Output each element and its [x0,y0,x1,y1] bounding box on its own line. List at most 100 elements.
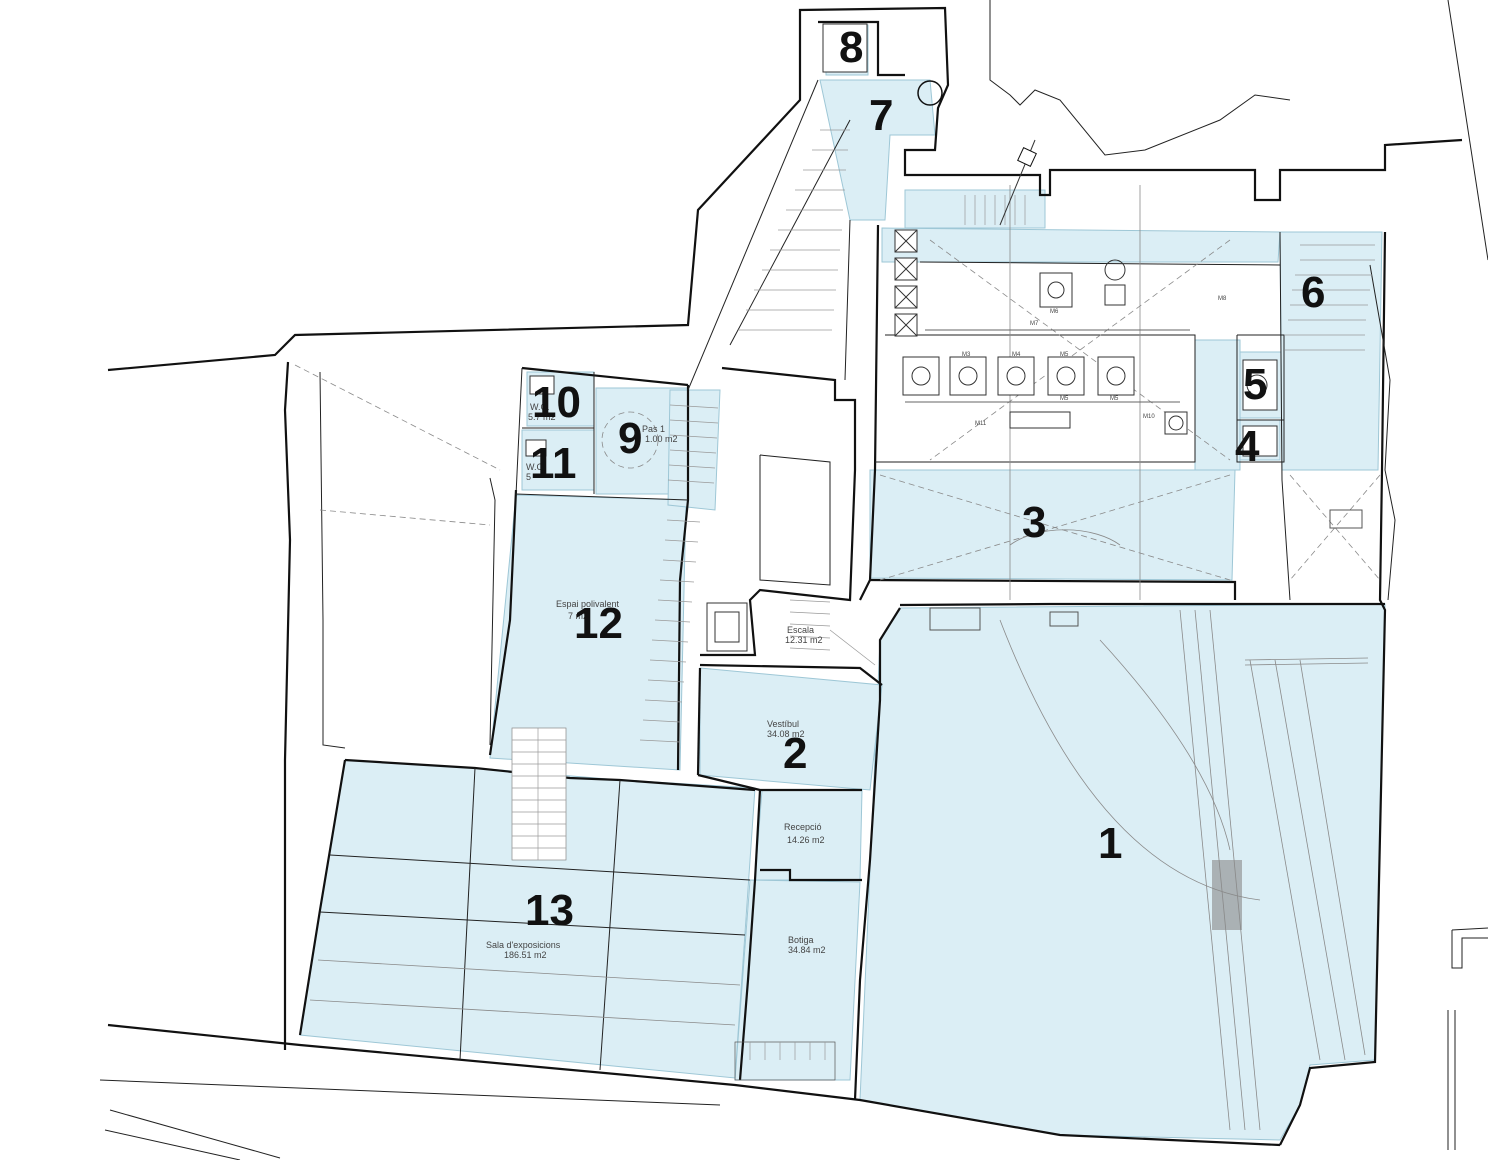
press-m3-1 [902,356,940,396]
wall-room3-bottom [869,578,1237,600]
wall-room13-grid-5 [317,959,741,986]
room-2-area: 34.08 m2 [767,729,805,739]
wall-room12-right [676,385,690,771]
wall-room2-left [696,667,702,776]
room-12-name: Espai polivalent [556,599,620,609]
press-m6 [1039,272,1073,308]
press-m8 [1104,284,1126,306]
top-box [1017,147,1037,167]
machine-label: M11 [975,421,987,427]
escala-name: Escala [787,625,814,635]
stair-room7 [738,129,850,331]
wall-wc-block [521,366,689,387]
fixture-box-3 [1049,611,1079,627]
stair-shop [734,1041,836,1081]
room-number-1: 1 [1098,819,1122,868]
machine-label: M3 [962,352,971,358]
wall-top-right [1447,0,1488,261]
room-right-corridor-area [1194,339,1241,471]
shop-area: 34.84 m2 [788,945,826,955]
door-swing-9 [601,411,659,469]
wall-room3-left [859,224,880,601]
room-number-7: 7 [869,91,893,140]
wall-right-outer [1369,264,1396,601]
wall-right [1279,231,1387,1146]
shop-name: Botiga [788,935,814,945]
stair-room6 [1285,244,1375,351]
room-10-area: 5.7 m2 [528,412,556,422]
interior-walls [298,79,1385,1101]
room-12-stair-area [667,389,721,511]
wall-machine-room-top [919,261,1281,266]
room-11-name: W.C. [526,462,546,472]
wc-fixture-4 [1242,425,1278,457]
reception-area: 14.26 m2 [787,835,825,845]
street-line-3 [104,1129,241,1160]
room-3-upper-area [881,227,1281,263]
room-12-area: 7 m2 [568,611,588,621]
right-edge-lines [1451,927,1488,931]
press-m3-2 [949,356,987,396]
wall-top-north [107,6,1463,372]
wall-room13-grid-3 [329,854,751,881]
press-m10 [1164,411,1188,435]
wall-bottom [107,1023,1281,1147]
stair-escala [789,599,876,666]
right-edge-lines2 [1451,930,1488,969]
room-number-3: 3 [1022,498,1046,547]
wc-fixture-5 [1242,359,1278,411]
machine-label: M5 [1060,396,1069,402]
room-13-name: Sala d'exposicions [486,940,561,950]
wall-machine-room [875,334,1196,463]
wall-room1-left [853,607,901,1101]
room-number-12: 12 [574,599,623,648]
elevator [706,602,748,652]
press-m5-1 [1047,356,1085,396]
machine-label: M8 [1218,296,1227,302]
machine-label: M7 [1030,321,1039,327]
wall-central-inner [759,454,831,586]
machine-labels: M3 M4 M5 M5 M5 M6 M7 M8 M10 M11 [962,296,1227,427]
wall-room13-left [298,759,347,1036]
table-m11 [1009,411,1071,429]
wall-reception-bottom [760,868,862,882]
room-9-name: Pas 1 [642,424,665,434]
escala-area: 12.31 m2 [785,635,823,645]
room-number-10: 10 [532,378,581,427]
wall-room1-top [899,602,1385,607]
room-small-labels: Vestíbul 34.08 m2 Recepció 14.26 m2 Boti… [486,402,826,960]
room-2-name: Vestíbul [767,719,799,729]
stair-room12 [639,404,719,743]
wall-stair-7 [687,79,819,391]
street-line-2 [109,1109,281,1159]
machinery [525,23,1278,652]
guide-lines [294,80,1381,1131]
room-number-13: 13 [525,886,574,935]
wall-room13-grid-1 [459,767,476,1061]
wall-room13-grid-2 [599,779,621,1071]
machine-label: M6 [1050,309,1059,315]
stair-room13 [511,727,567,861]
room-13-area: 186.51 m2 [504,950,547,960]
room-number-9: 9 [618,414,642,463]
wall-room12-left [488,489,518,756]
tower-8-box [822,23,868,73]
column-round [917,80,943,106]
wall-reception-left [738,789,762,1081]
wall-stair-7b [729,119,851,346]
machine-label: M10 [1143,414,1155,420]
street-line-1 [99,1079,721,1106]
room-1-area [859,603,1386,1141]
wall-room13-grid-6 [309,999,736,1026]
wall-central-block [700,366,857,657]
room-number-2: 2 [783,729,807,778]
room-10-name: W.C. [530,402,550,412]
wall-top-tower [818,20,905,77]
wall-top-building [989,0,1291,156]
wall-room13-grid-4 [319,911,746,936]
press-m4 [997,356,1035,396]
wc-10-toilet [529,375,555,395]
stair-top-corridor [964,195,1026,225]
press-m5-2 [1097,356,1135,396]
